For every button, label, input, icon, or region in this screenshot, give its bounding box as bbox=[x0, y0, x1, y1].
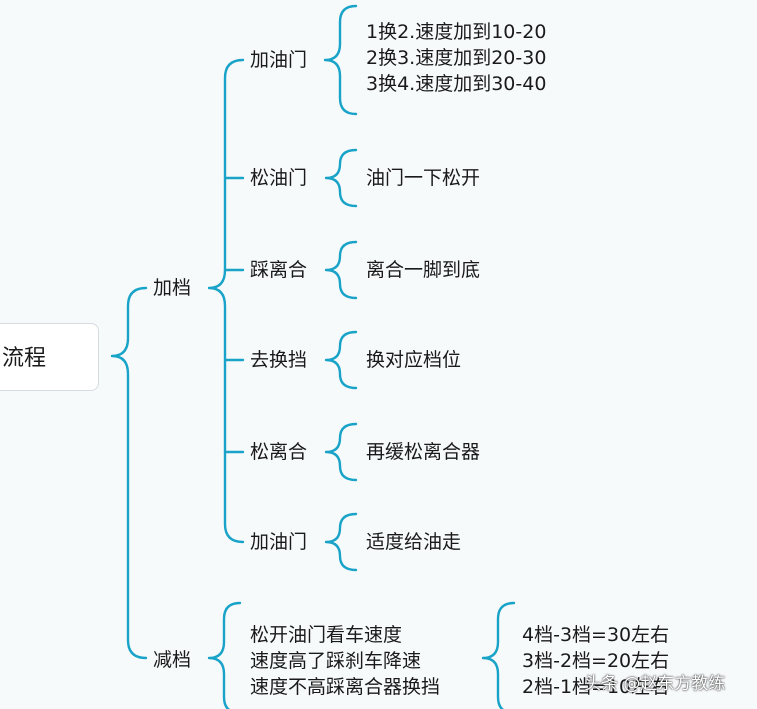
step-2-detail: 油门一下松开 bbox=[366, 167, 481, 189]
downshift-label[interactable]: 减档 bbox=[153, 649, 192, 671]
detail-brace-5 bbox=[324, 422, 358, 482]
detail-brace-3 bbox=[324, 240, 358, 300]
step-5-detail: 再缓松离合器 bbox=[366, 441, 481, 463]
detail-brace-2 bbox=[324, 148, 358, 208]
upshift-label[interactable]: 加档 bbox=[153, 277, 192, 299]
detail-line: 3换4.速度加到30-40 bbox=[366, 73, 547, 95]
step-3-label[interactable]: 踩离合 bbox=[250, 259, 308, 281]
gear-line: 3档-2档=20左右 bbox=[522, 650, 670, 672]
note-line: 速度高了踩刹车降速 bbox=[250, 650, 422, 672]
detail-line: 1换2.速度加到10-20 bbox=[366, 21, 547, 43]
detail-brace-1 bbox=[323, 4, 358, 116]
step-5-label[interactable]: 松离合 bbox=[250, 441, 308, 463]
root-label: 流程 bbox=[2, 346, 47, 371]
gear-brace bbox=[481, 601, 516, 709]
step-1-label[interactable]: 加油门 bbox=[250, 49, 308, 71]
detail-line: 2换3.速度加到20-30 bbox=[366, 47, 547, 69]
detail-brace-4 bbox=[324, 330, 358, 390]
gear-line: 2档-1档=10左右 bbox=[522, 676, 670, 698]
gear-mapping: 4档-3档=30左右 3档-2档=20左右 2档-1档=10左右 bbox=[522, 622, 669, 700]
step-4-detail: 换对应档位 bbox=[366, 349, 462, 371]
root-node[interactable] bbox=[0, 323, 99, 391]
downshift-notes: 松开油门看车速度 速度高了踩刹车降速 速度不高踩离合器换挡 bbox=[250, 622, 440, 700]
note-line: 速度不高踩离合器换挡 bbox=[250, 676, 441, 698]
step-6-label[interactable]: 加油门 bbox=[250, 531, 308, 553]
root-bracket bbox=[110, 286, 148, 660]
step-2-label[interactable]: 松油门 bbox=[250, 167, 308, 189]
downshift-brace bbox=[207, 601, 242, 709]
step-3-detail: 离合一脚到底 bbox=[366, 259, 481, 281]
step-6-detail: 适度给油走 bbox=[366, 531, 462, 553]
gear-line: 4档-3档=30左右 bbox=[522, 624, 670, 646]
step-1-details: 1换2.速度加到10-20 2换3.速度加到20-30 3换4.速度加到30-4… bbox=[366, 19, 546, 97]
detail-brace-6 bbox=[324, 512, 358, 572]
note-line: 松开油门看车速度 bbox=[250, 624, 403, 646]
step-4-label[interactable]: 去换挡 bbox=[250, 349, 308, 371]
upshift-bracket bbox=[207, 58, 245, 544]
watermark: 头条 @赵东方教练 bbox=[584, 674, 726, 694]
